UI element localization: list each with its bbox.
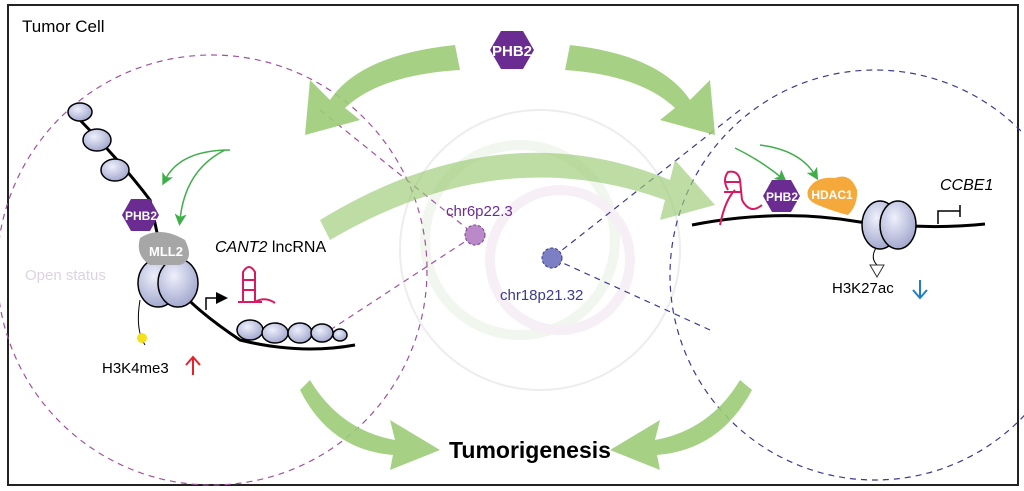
tumorigenesis-label: Tumorigenesis <box>449 437 611 463</box>
phb2-label: PHB2 <box>492 43 532 60</box>
open-status-label: Open status <box>25 267 106 284</box>
acetyl-mark <box>869 264 885 278</box>
right-chromatin <box>691 214 986 229</box>
mll2-label: MLL2 <box>149 244 183 259</box>
phb2-hexagon <box>490 31 534 69</box>
arrow-down-icon <box>912 280 928 300</box>
green-curve-arrow <box>734 147 787 182</box>
arrow-up-icon <box>185 355 201 375</box>
h3k27ac-label: H3K27ac <box>832 280 894 297</box>
phb2-hexagon-left <box>122 199 159 231</box>
right-zoom-circle <box>669 69 1024 481</box>
green-curve-arrow <box>174 149 226 226</box>
left-zoom-circle <box>0 54 428 486</box>
phb2-label-left: PHB2 <box>125 209 157 223</box>
frame-label: Tumor Cell <box>22 17 105 36</box>
left-chromatin <box>67 102 356 351</box>
ccbe1-label: CCBE1 <box>940 177 993 194</box>
cant2-label: CANT2 lncRNA <box>215 239 326 256</box>
methyl-mark <box>137 333 147 343</box>
phb2-hexagon-right <box>763 180 800 212</box>
tss-arrow <box>205 292 228 310</box>
h3k4me3-label: H3K4me3 <box>102 360 169 377</box>
mll2-shape <box>138 231 189 265</box>
zoom-lines <box>319 109 741 331</box>
locus-1-label: chr6p22.3 <box>446 203 513 220</box>
cant2-rna-icon <box>238 266 276 304</box>
hdac1-shape <box>807 176 858 215</box>
hdac1-label: HDAC1 <box>811 188 853 202</box>
green-curve-arrow <box>759 144 819 181</box>
rna-icon-right <box>719 170 763 226</box>
locus-chr6 <box>464 224 486 246</box>
green-arrows <box>300 45 752 470</box>
locus-chr18 <box>541 247 563 269</box>
right-nucleosome <box>861 200 917 250</box>
repressed-tss-icon <box>937 205 961 224</box>
phb2-label-right: PHB2 <box>766 190 798 204</box>
locus-2-label: chr18p21.32 <box>500 287 583 304</box>
green-curve-arrow <box>162 149 231 186</box>
